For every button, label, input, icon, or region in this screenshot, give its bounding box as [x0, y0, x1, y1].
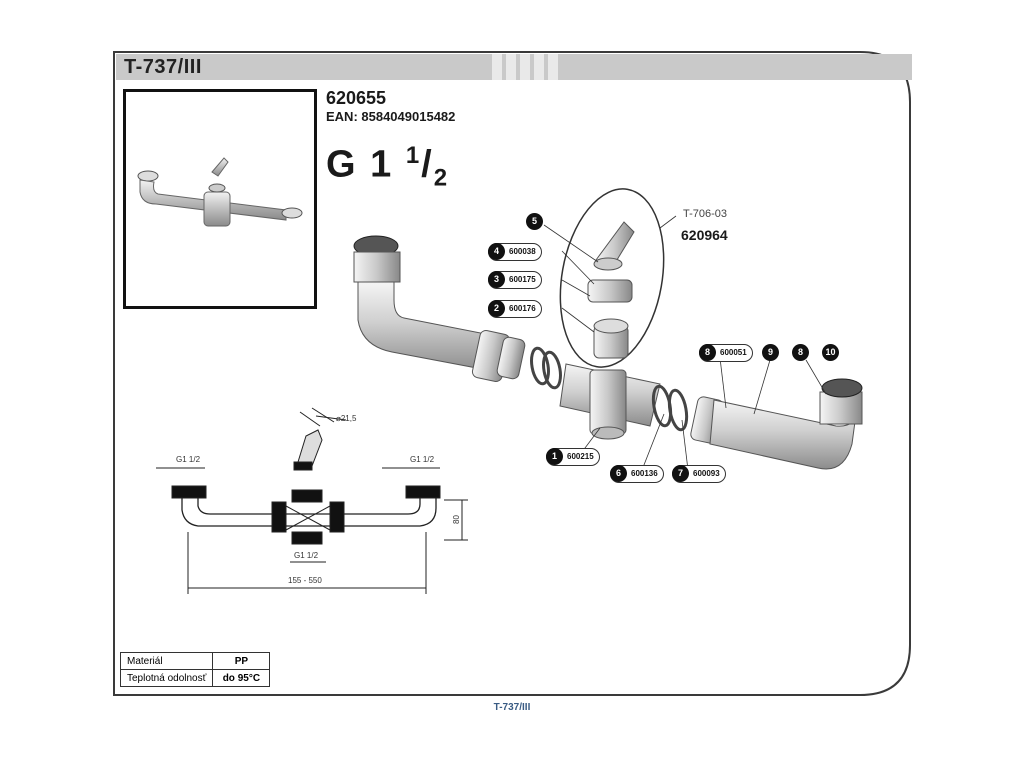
thread-main: G 1 [326, 143, 394, 186]
badge-part-10: 10 [822, 344, 839, 361]
right-elbow-pipe [690, 378, 863, 470]
subassembly-code: T-706-03 [683, 208, 728, 220]
thread-size: G 1 1/2 [326, 142, 450, 192]
ean-code: EAN: 8584049015482 [326, 109, 456, 124]
thumbnail-drawing [137, 157, 303, 227]
badge-part-5: 5 [526, 213, 543, 230]
dim-thread-left: G1 1/2 [176, 455, 201, 464]
product-code: 620655 [326, 88, 387, 108]
badge-part-9: 9 [762, 344, 779, 361]
spec-row: Materiál PP [119, 652, 271, 670]
spec-value: do 95°C [212, 669, 271, 687]
spec-label: Materiál [119, 652, 214, 670]
footer-label: T-737/III [493, 702, 531, 713]
page-title: T-737/III [124, 56, 202, 78]
subassembly-ref: 620964 [681, 227, 728, 243]
dim-length: 155 - 550 [288, 576, 322, 585]
center-cross-fitting [559, 363, 661, 440]
product-thumbnail [123, 89, 317, 309]
spec-table: Materiál PP Teplotná odolnosť do 95°C [119, 652, 271, 687]
dim-height: 80 [451, 515, 461, 524]
badge-part-8: 8 [792, 344, 809, 361]
dim-thread-center: G1 1/2 [294, 551, 319, 560]
spec-value: PP [212, 652, 271, 670]
thread-num: 1 [405, 142, 422, 169]
spec-row: Teplotná odolnosť do 95°C [119, 669, 271, 687]
dim-thread-right: G1 1/2 [410, 455, 435, 464]
left-elbow-pipe [353, 235, 526, 382]
header-stripes [492, 54, 558, 80]
dim-diameter: ⌀21,5 [336, 414, 357, 423]
spec-label: Teplotná odolnosť [119, 669, 214, 687]
thread-den: 2 [433, 164, 450, 192]
